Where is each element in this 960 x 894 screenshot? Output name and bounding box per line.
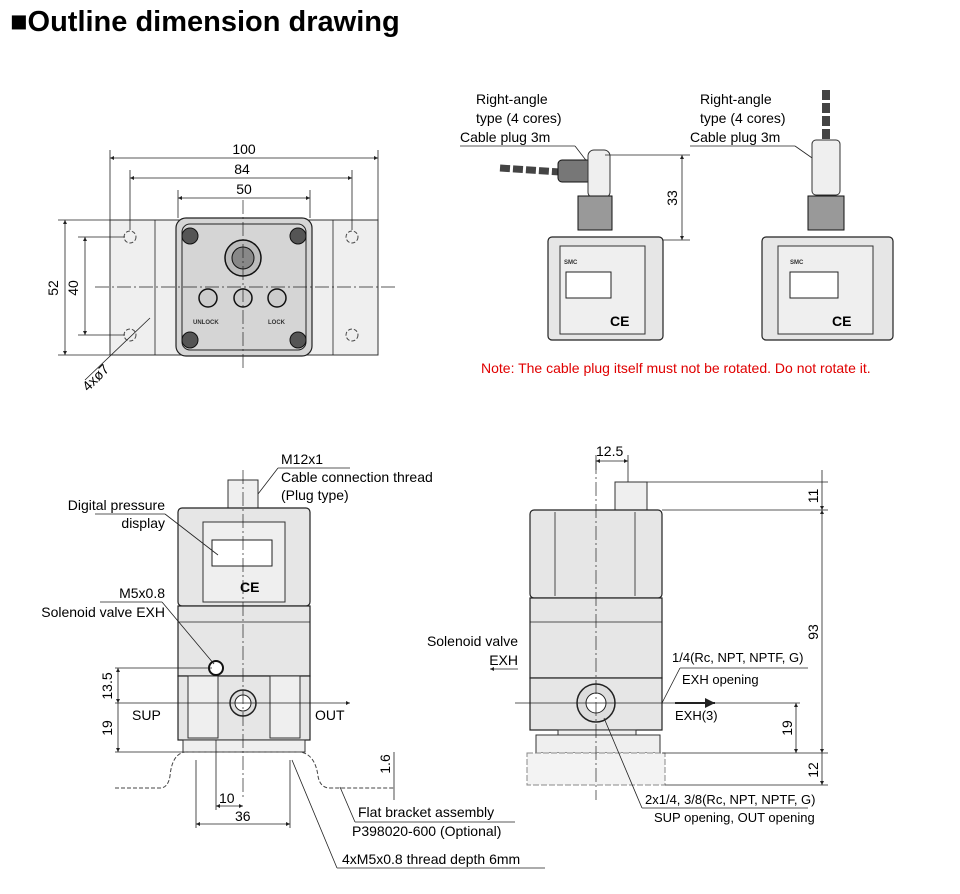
thread-label-3: (Plug type) — [281, 487, 349, 503]
cable1-label-3: Cable plug 3m — [460, 129, 550, 145]
sup-out-label-2: SUP opening, OUT opening — [654, 810, 815, 825]
dim-33: 33 — [664, 190, 680, 206]
solenoid-label-1: M5x0.8 — [119, 585, 165, 601]
dim-40: 40 — [65, 280, 81, 296]
display-label-2: display — [121, 515, 165, 531]
bracket-thread-label: 4xM5x0.8 thread depth 6mm — [342, 851, 520, 867]
dim-10: 10 — [219, 790, 235, 806]
cable2-label-1: Right-angle — [700, 91, 772, 107]
sup-out-label-1: 2x1/4, 3/8(Rc, NPT, NPTF, G) — [645, 792, 816, 807]
dim-11: 11 — [805, 489, 821, 504]
dim-19-front: 19 — [99, 720, 115, 736]
dim-93: 93 — [805, 624, 821, 640]
dim-100: 100 — [232, 141, 256, 157]
display-label-1: Digital pressure — [68, 497, 165, 513]
brand-logo: SMC — [564, 260, 578, 266]
cable2-label-2: type (4 cores) — [700, 110, 786, 126]
thread-label-1: M12x1 — [281, 451, 323, 467]
lock-label: LOCK — [268, 320, 286, 326]
svg-text:CE: CE — [240, 579, 259, 595]
dim-1-6: 1.6 — [377, 754, 393, 774]
dim-13-5: 13.5 — [99, 672, 115, 699]
svg-text:CE: CE — [832, 313, 851, 329]
bracket-label-1: Flat bracket assembly — [358, 804, 494, 820]
bracket-label-2: P398020-600 (Optional) — [352, 823, 501, 839]
dim-50: 50 — [236, 181, 252, 197]
exh-opening-label-2: EXH opening — [682, 672, 759, 687]
sup-label: SUP — [132, 707, 161, 723]
brand-logo-2: SMC — [790, 260, 804, 266]
unlock-label: UNLOCK — [193, 320, 219, 326]
dim-19-side: 19 — [779, 720, 795, 736]
holes-label: 4xø7 — [79, 361, 112, 394]
thread-label-2: Cable connection thread — [281, 469, 433, 485]
exh3-label: EXH(3) — [675, 708, 718, 723]
rotation-note: Note: The cable plug itself must not be … — [481, 360, 871, 376]
exh-opening-label-1: 1/4(Rc, NPT, NPTF, G) — [672, 650, 803, 665]
cable1-label-2: type (4 cores) — [476, 110, 562, 126]
cable2-label-3: Cable plug 3m — [690, 129, 780, 145]
dim-12: 12 — [805, 762, 821, 778]
svg-text:CE: CE — [610, 313, 629, 329]
dim-84: 84 — [234, 161, 250, 177]
cable-view-right-angle-1: Right-angle type (4 cores) Cable plug 3m… — [460, 91, 690, 341]
side-solenoid-label-2: EXH — [489, 652, 518, 668]
side-solenoid-label-1: Solenoid valve — [427, 633, 518, 649]
side-view: EXH(3) Solenoid valve EXH 1/4(Rc, NPT, N… — [427, 443, 828, 825]
front-view: CE SUP OUT M12x1 Cable connection thread… — [41, 451, 545, 869]
dim-36: 36 — [235, 808, 251, 824]
dim-12-5: 12.5 — [596, 443, 623, 459]
cable1-label-1: Right-angle — [476, 91, 548, 107]
solenoid-label-2: Solenoid valve EXH — [41, 604, 165, 620]
page-title: ■Outline dimension drawing — [10, 6, 400, 38]
cable-view-right-angle-2: Right-angle type (4 cores) Cable plug 3m… — [690, 90, 894, 341]
out-label: OUT — [315, 707, 345, 723]
top-view: UNLOCK LOCK 100 84 50 52 40 4xø7 — [45, 141, 395, 394]
dim-52: 52 — [45, 280, 61, 296]
